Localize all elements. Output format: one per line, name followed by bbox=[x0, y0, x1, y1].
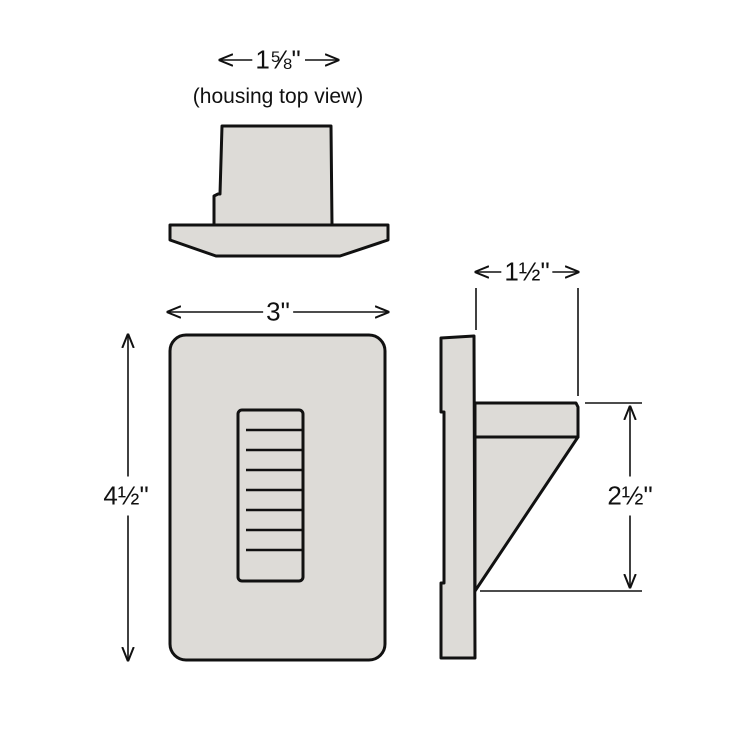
louver-slats bbox=[246, 428, 303, 552]
plate-width-label: 3" bbox=[263, 296, 293, 328]
bracket-top bbox=[473, 401, 580, 439]
housing-width-label: 1⅝" bbox=[252, 44, 304, 76]
plate-height-label: 4½" bbox=[101, 476, 151, 516]
louver-window bbox=[236, 408, 305, 583]
depth-label: 1½" bbox=[501, 256, 553, 288]
housing-caption: (housing top view) bbox=[189, 85, 367, 109]
bracket-triangle bbox=[473, 435, 580, 593]
housing-top-view-body bbox=[212, 124, 334, 227]
bracket-height-label: 2½" bbox=[605, 476, 655, 516]
faceplate-side-view bbox=[439, 334, 477, 660]
housing-top-view-flange bbox=[168, 223, 390, 258]
